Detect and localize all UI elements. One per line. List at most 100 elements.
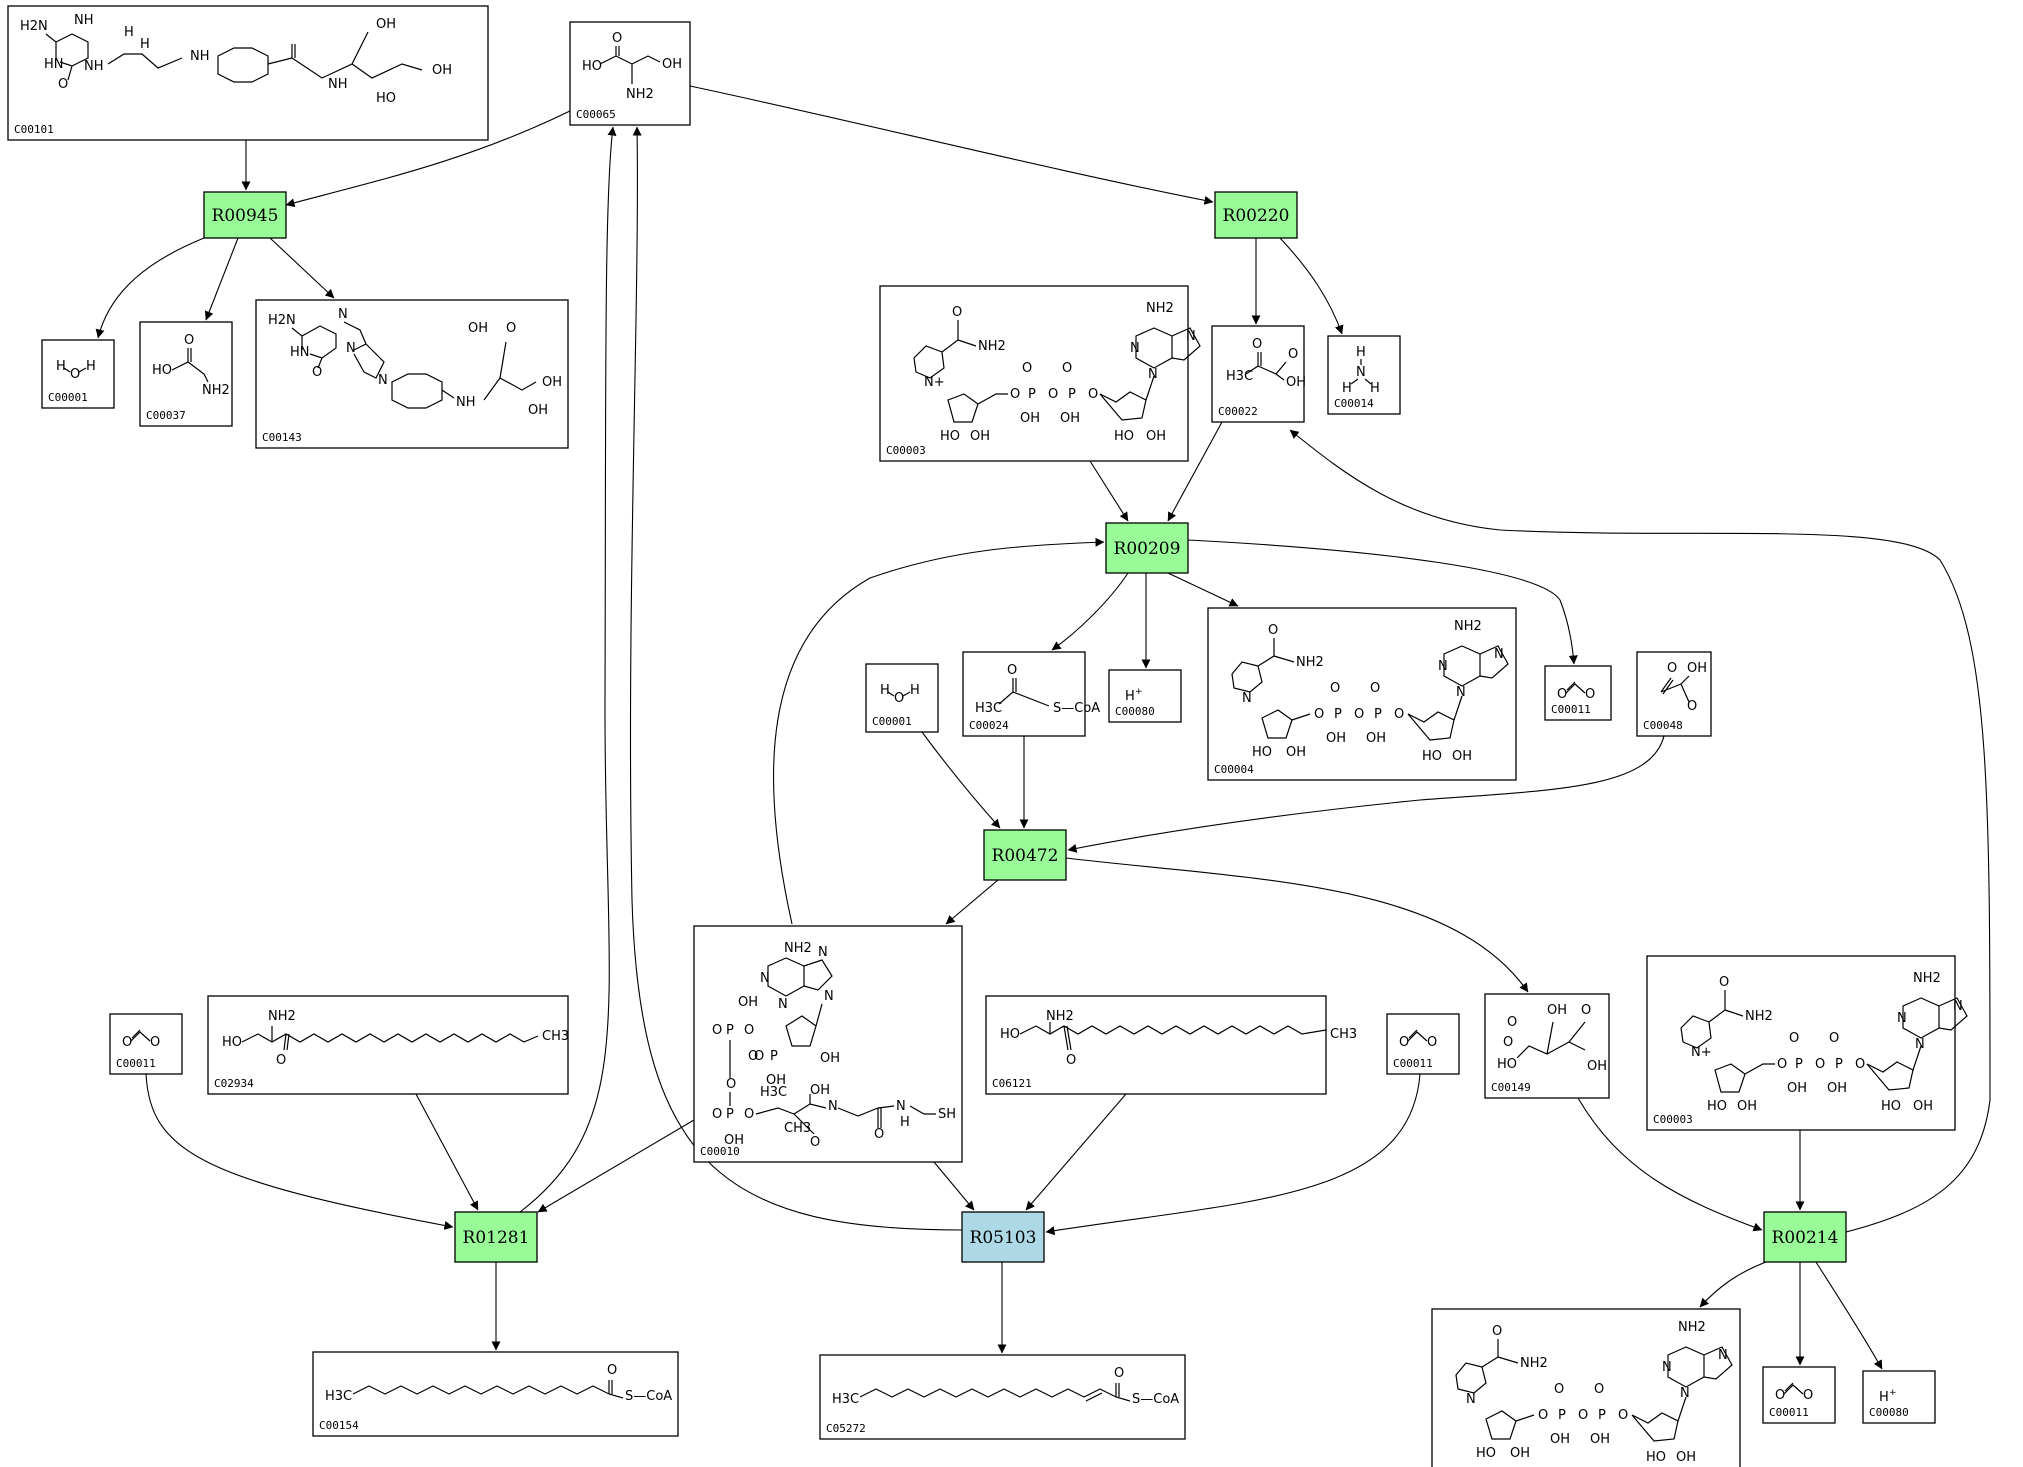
reaction-id-label: R00945 [212, 206, 279, 226]
compound-id-label: C00003 [886, 444, 926, 457]
compound-c00024[interactable]: C00024 [962, 651, 1101, 737]
compound-c00011d[interactable]: C00011 [1762, 1366, 1836, 1424]
edge-R00214-to-c00080b [1815, 1261, 1883, 1370]
compound-c00004a[interactable]: C00004 [1207, 607, 1517, 781]
reaction-r00209[interactable]: R00209 [1105, 522, 1189, 574]
edge-R00214-to-c00022 [1289, 429, 1991, 1233]
compound-box[interactable] [569, 21, 691, 126]
edge-c00065-to-R00220 [689, 85, 1214, 205]
compound-c00101[interactable]: C00101 [7, 5, 489, 141]
compound-box[interactable] [207, 995, 569, 1095]
compound-id-label: C00010 [700, 1145, 740, 1158]
edge-R00472-to-c00010 [945, 879, 999, 925]
reaction-r00214[interactable]: R00214 [1763, 1211, 1847, 1263]
compound-id-label: C00004 [1438, 1465, 1478, 1467]
compound-c00001b[interactable]: C00001 [865, 663, 939, 733]
compound-id-label: C00101 [14, 123, 54, 136]
compound-c00003b[interactable]: C00003 [1646, 955, 1968, 1131]
edge-c00010-to-R05103 [933, 1161, 975, 1211]
compound-id-label: C00022 [1218, 405, 1258, 418]
edge-R00945-to-c00001a [95, 237, 205, 339]
reaction-edges [95, 85, 1991, 1370]
reaction-box[interactable] [454, 1211, 538, 1263]
compound-c00048[interactable]: C00048 [1636, 651, 1712, 737]
compound-box[interactable] [1108, 669, 1182, 723]
compound-id-label: C00001 [48, 391, 88, 404]
compound-box[interactable] [879, 285, 1189, 462]
compound-c00149[interactable]: C00149 [1484, 993, 1610, 1099]
compound-c00014[interactable]: C00014 [1327, 335, 1401, 415]
compound-c00011a[interactable]: C00011 [1544, 665, 1612, 721]
compound-c00143[interactable]: C00143 [255, 299, 569, 449]
compound-box[interactable] [312, 1351, 679, 1437]
reaction-r05103[interactable]: R05103 [961, 1211, 1045, 1263]
edge-R00472-to-c00149 [1065, 857, 1529, 993]
compound-box[interactable] [962, 651, 1086, 737]
compound-id-label: C00011 [1769, 1406, 1809, 1419]
edge-R00945-to-c00143 [269, 237, 335, 299]
edge-c00022-to-R00209 [1167, 421, 1223, 522]
edge-R05103-to-c00065 [629, 126, 963, 1231]
compound-c00011c[interactable]: C00011 [1386, 1013, 1460, 1075]
compound-c00022[interactable]: C00022 [1211, 325, 1307, 423]
compound-id-label: C05272 [826, 1422, 866, 1435]
edge-c00010-to-R00209 [773, 537, 1105, 925]
compound-id-label: C00011 [116, 1057, 156, 1070]
compound-id-label: C00001 [872, 715, 912, 728]
reaction-id-label: R00214 [1772, 1228, 1839, 1248]
reaction-r01281[interactable]: R01281 [454, 1211, 538, 1263]
edge-c00011c-to-R05103 [1045, 1073, 1421, 1236]
reaction-box[interactable] [203, 191, 287, 239]
compound-box[interactable] [1862, 1370, 1936, 1424]
compound-id-label: C00011 [1551, 703, 1591, 716]
compound-c00080a[interactable]: C00080 [1108, 669, 1182, 723]
compound-c00004b[interactable]: C00004 [1431, 1308, 1741, 1467]
compound-box[interactable] [693, 925, 963, 1163]
compound-box[interactable] [819, 1354, 1186, 1440]
compound-box[interactable] [1646, 955, 1956, 1131]
compound-id-label: C02934 [214, 1077, 254, 1090]
reaction-r00472[interactable]: R00472 [983, 829, 1067, 881]
compound-c00080b[interactable]: C00080 [1862, 1370, 1936, 1424]
compound-box[interactable] [985, 995, 1327, 1095]
compound-id-label: C00154 [319, 1419, 359, 1432]
compound-c06121[interactable]: C06121 [985, 995, 1358, 1095]
reaction-id-label: R00209 [1114, 539, 1181, 559]
reaction-r00220[interactable]: R00220 [1214, 191, 1298, 239]
edge-c00149-to-R00214 [1577, 1097, 1763, 1232]
reaction-box[interactable] [961, 1211, 1045, 1263]
compound-c00010[interactable]: C00010 [693, 925, 963, 1163]
compound-id-label: C00048 [1643, 719, 1683, 732]
reaction-id-label: R05103 [970, 1228, 1037, 1248]
compound-c00003a[interactable]: C00003 [879, 285, 1201, 462]
compound-id-label: C06121 [992, 1077, 1032, 1090]
compound-c02934[interactable]: C02934 [207, 995, 570, 1095]
edge-R00220-to-c00014 [1279, 237, 1344, 335]
edge-c00001b-to-R00472 [921, 731, 1001, 829]
compound-c00011b[interactable]: C00011 [109, 1013, 183, 1075]
reaction-box[interactable] [1105, 522, 1189, 574]
compound-c00154[interactable]: C00154 [312, 1351, 679, 1437]
compound-c05272[interactable]: C05272 [819, 1354, 1186, 1440]
edge-c00003a-to-R00209 [1089, 460, 1129, 522]
reaction-r00945[interactable]: R00945 [203, 191, 287, 239]
compound-id-label: C00080 [1869, 1406, 1909, 1419]
edge-c00011b-to-R01281 [145, 1073, 454, 1230]
reaction-id-label: R01281 [463, 1228, 530, 1248]
compound-box[interactable] [865, 663, 939, 733]
compound-id-label: C00024 [969, 719, 1009, 732]
compound-c00065[interactable]: C00065 [569, 21, 691, 126]
compound-id-label: C00014 [1334, 397, 1374, 410]
reaction-box[interactable] [1214, 191, 1298, 239]
compound-c00037[interactable]: C00037 [139, 321, 233, 427]
compound-c00001a[interactable]: C00001 [41, 339, 115, 409]
compound-id-label: C00011 [1393, 1057, 1433, 1070]
reaction-box[interactable] [983, 829, 1067, 881]
reaction-box[interactable] [1763, 1211, 1847, 1263]
compound-id-label: C00080 [1115, 705, 1155, 718]
compound-id-label: C00149 [1491, 1081, 1531, 1094]
compound-box[interactable] [1544, 665, 1612, 721]
compound-id-label: C00037 [146, 409, 186, 422]
edge-R00209-to-c00004a [1167, 572, 1239, 607]
